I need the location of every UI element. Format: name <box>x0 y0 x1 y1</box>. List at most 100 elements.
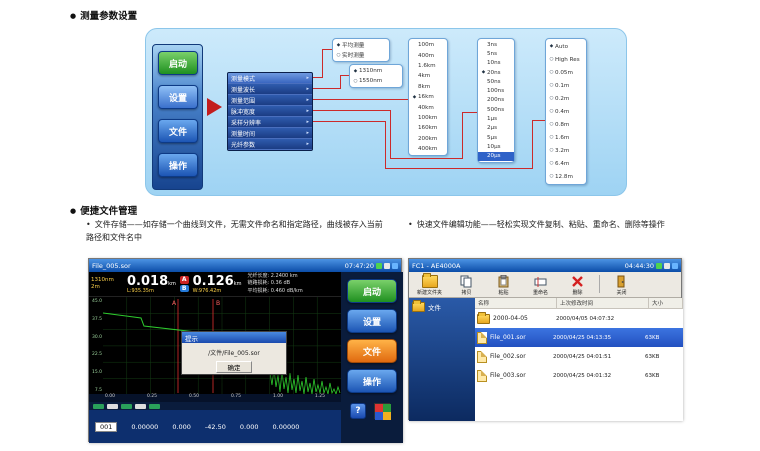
resolution-option[interactable]: ○0.1m <box>549 82 570 89</box>
connector-line <box>532 120 545 121</box>
resolution-option[interactable]: ○12.8m <box>549 173 573 180</box>
file-button[interactable]: 文件 <box>347 339 397 363</box>
menu-item-pulse-width[interactable]: 脉冲宽度▸ <box>228 106 312 117</box>
pulse-option[interactable]: ◆20ns <box>481 69 501 76</box>
folder-icon <box>412 300 425 312</box>
pulse-option-highlighted[interactable]: 20μs <box>478 151 514 161</box>
wavelength-option[interactable]: ◆1310nm <box>353 68 383 74</box>
bullet-icon: ● <box>70 207 77 215</box>
menu-item-resolution[interactable]: 采样分辨率▸ <box>228 117 312 128</box>
section2-title-text: 便捷文件管理 <box>80 206 138 217</box>
event-tab[interactable] <box>121 403 132 409</box>
column-size[interactable]: 大小 <box>649 298 683 308</box>
column-modified[interactable]: 上次修改时间 <box>557 298 649 308</box>
file-row[interactable]: 2000-04-05 2000/04/05 04:07:32 <box>475 309 683 328</box>
start-button[interactable]: 启动 <box>158 51 198 75</box>
pulse-option[interactable]: 3ns <box>487 41 498 48</box>
resolution-option[interactable]: ○0.8m <box>549 121 570 128</box>
language-icon <box>664 262 670 269</box>
filemanager-clock: 04:44:30 <box>624 261 654 270</box>
start-button[interactable]: 启动 <box>347 279 397 303</box>
pulse-option[interactable]: 10ns <box>487 60 501 67</box>
resolution-option[interactable]: ○0.05m <box>549 69 573 76</box>
resolution-option[interactable]: ○0.2m <box>549 95 570 102</box>
mode-option[interactable]: ◆平均测量 <box>336 42 365 50</box>
range-option[interactable]: 1.6km <box>418 62 436 69</box>
folder-tree-panel: 文件 <box>409 298 475 421</box>
file-row[interactable]: File_002.sor 2000/04/25 04:01:51 63KB <box>475 347 683 366</box>
event-tab[interactable] <box>135 403 146 409</box>
pulse-option[interactable]: 5ns <box>487 50 498 57</box>
operate-button[interactable]: 操作 <box>347 369 397 393</box>
close-button[interactable]: 关闭 <box>603 274 640 297</box>
range-option[interactable]: 200km <box>418 135 438 142</box>
pulse-option[interactable]: 50ns <box>487 78 501 85</box>
connector-line <box>462 112 463 159</box>
marker-a-flag: A <box>172 300 177 307</box>
filemanager-window-title: FC1 - AE4000A <box>412 261 461 270</box>
range-option[interactable]: 400m <box>418 52 435 59</box>
resolution-option[interactable]: ○3.2m <box>549 147 570 154</box>
pulse-option[interactable]: 100ns <box>487 88 505 95</box>
range-option[interactable]: 100km <box>418 114 438 121</box>
sub-bullet-icon: • <box>408 220 413 229</box>
resolution-option[interactable]: ○0.4m <box>549 108 570 115</box>
event-cum-loss: 0.000 <box>239 422 259 431</box>
connector-line <box>385 168 532 169</box>
chevron-right-icon: ▸ <box>306 97 309 103</box>
radio-icon: ○ <box>336 52 341 58</box>
settings-button[interactable]: 设置 <box>158 85 198 109</box>
pulse-option[interactable]: 1μs <box>487 116 498 123</box>
wavelength-option[interactable]: ○1550nm <box>353 78 383 84</box>
tree-item-files[interactable]: 文件 <box>409 298 475 316</box>
resolution-option[interactable]: ○6.4m <box>549 160 570 167</box>
menu-item-wavelength[interactable]: 测量波长▸ <box>228 84 312 95</box>
new-folder-button[interactable]: 新建文件夹 <box>411 273 448 297</box>
help-icon[interactable]: ? <box>350 403 366 419</box>
menu-item-fiber-params[interactable]: 光纤参数▸ <box>228 139 312 150</box>
event-tab[interactable] <box>93 403 104 409</box>
pulse-option[interactable]: 200ns <box>487 97 505 104</box>
column-name[interactable]: 名称 <box>475 298 557 308</box>
pulse-option[interactable]: 500ns <box>487 106 505 113</box>
range-option[interactable]: ◆16km <box>412 94 434 101</box>
selected-marker-icon: ◆ <box>353 68 358 74</box>
connector-line <box>390 158 462 159</box>
otdr-button-column: 启动 设置 文件 操作 ? <box>341 272 403 443</box>
settings-button[interactable]: 设置 <box>347 309 397 333</box>
paste-button[interactable]: 粘贴 <box>485 274 522 297</box>
rename-button[interactable]: 重命名 <box>522 274 559 297</box>
pulse-option[interactable]: 2μs <box>487 125 498 132</box>
resolution-option[interactable]: ○1.6m <box>549 134 570 141</box>
resolution-option[interactable]: ○High Res <box>549 56 580 63</box>
menu-item-range[interactable]: 测量范围▸ <box>228 95 312 106</box>
file-row-selected[interactable]: File_001.sor 2000/04/25 04:13:35 63KB <box>475 328 683 347</box>
bullet-icon: ● <box>70 12 77 20</box>
otdr-window: File_005.sor 07:47:20 1310nm 2m 0.018km … <box>88 258 403 443</box>
ok-button[interactable]: 确定 <box>216 361 252 373</box>
mode-option[interactable]: ○实时测量 <box>336 52 365 60</box>
event-table-row[interactable]: 001 0.00000 0.000 -42.50 0.000 0.00000 <box>89 410 341 443</box>
file-button[interactable]: 文件 <box>158 119 198 143</box>
pulse-option[interactable]: 5μs <box>487 134 498 141</box>
range-option[interactable]: 4km <box>418 73 431 80</box>
range-option[interactable]: 100m <box>418 42 435 49</box>
event-tab[interactable] <box>107 403 118 409</box>
range-option[interactable]: 400km <box>418 146 438 153</box>
file-row[interactable]: File_003.sor 2000/04/25 04:01:32 63KB <box>475 366 683 385</box>
menu-item-measure-mode[interactable]: 测量模式▸ <box>228 73 312 84</box>
menu-item-measure-time[interactable]: 测量时间▸ <box>228 128 312 139</box>
radio-icon: ○ <box>549 96 554 101</box>
pulse-option[interactable]: 10μs <box>487 143 501 150</box>
trace-noise <box>267 356 341 394</box>
range-option[interactable]: 40km <box>418 104 434 111</box>
range-option[interactable]: 160km <box>418 125 438 132</box>
event-tab[interactable] <box>149 403 160 409</box>
language-icon <box>384 262 390 269</box>
delete-button[interactable]: 删除 <box>559 274 596 297</box>
operate-button[interactable]: 操作 <box>158 153 198 177</box>
connector-line <box>340 75 349 76</box>
resolution-option[interactable]: ◆Auto <box>549 43 568 50</box>
copy-button[interactable]: 拷贝 <box>448 274 485 297</box>
range-option[interactable]: 8km <box>418 83 431 90</box>
